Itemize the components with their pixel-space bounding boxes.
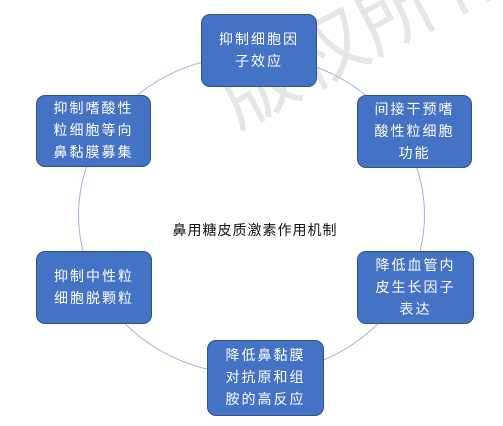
node-label: 抑制嗜酸性 粒细胞等向 鼻黏膜募集 [53, 101, 134, 161]
node-label: 间接干预嗜 酸性粒细胞 功能 [374, 101, 455, 162]
node-label: 抑制中性粒 细胞脱颗粒 [54, 268, 134, 307]
node-label: 降低鼻黏膜 对抗原和组 胺的高反应 [225, 348, 306, 408]
node-eosinophil-recruitment: 抑制嗜酸性 粒细胞等向 鼻黏膜募集 [36, 95, 151, 167]
node-label: 降低血管内 皮生长因子 表达 [375, 257, 456, 318]
node-eosinophil-function: 间接干预嗜 酸性粒细胞 功能 [357, 95, 472, 168]
node-cytokine-inhibition: 抑制细胞因 子效应 [201, 14, 317, 87]
node-label: 抑制细胞因 子效应 [219, 31, 299, 70]
node-neutrophil-degranulation: 抑制中性粒 细胞脱颗粒 [36, 251, 152, 324]
node-vegf-expression: 降低血管内 皮生长因子 表达 [357, 251, 474, 324]
center-label: 鼻用糖皮质激素作用机制 [172, 223, 338, 239]
node-mucosa-hyperresponse: 降低鼻黏膜 对抗原和组 胺的高反应 [207, 340, 324, 416]
